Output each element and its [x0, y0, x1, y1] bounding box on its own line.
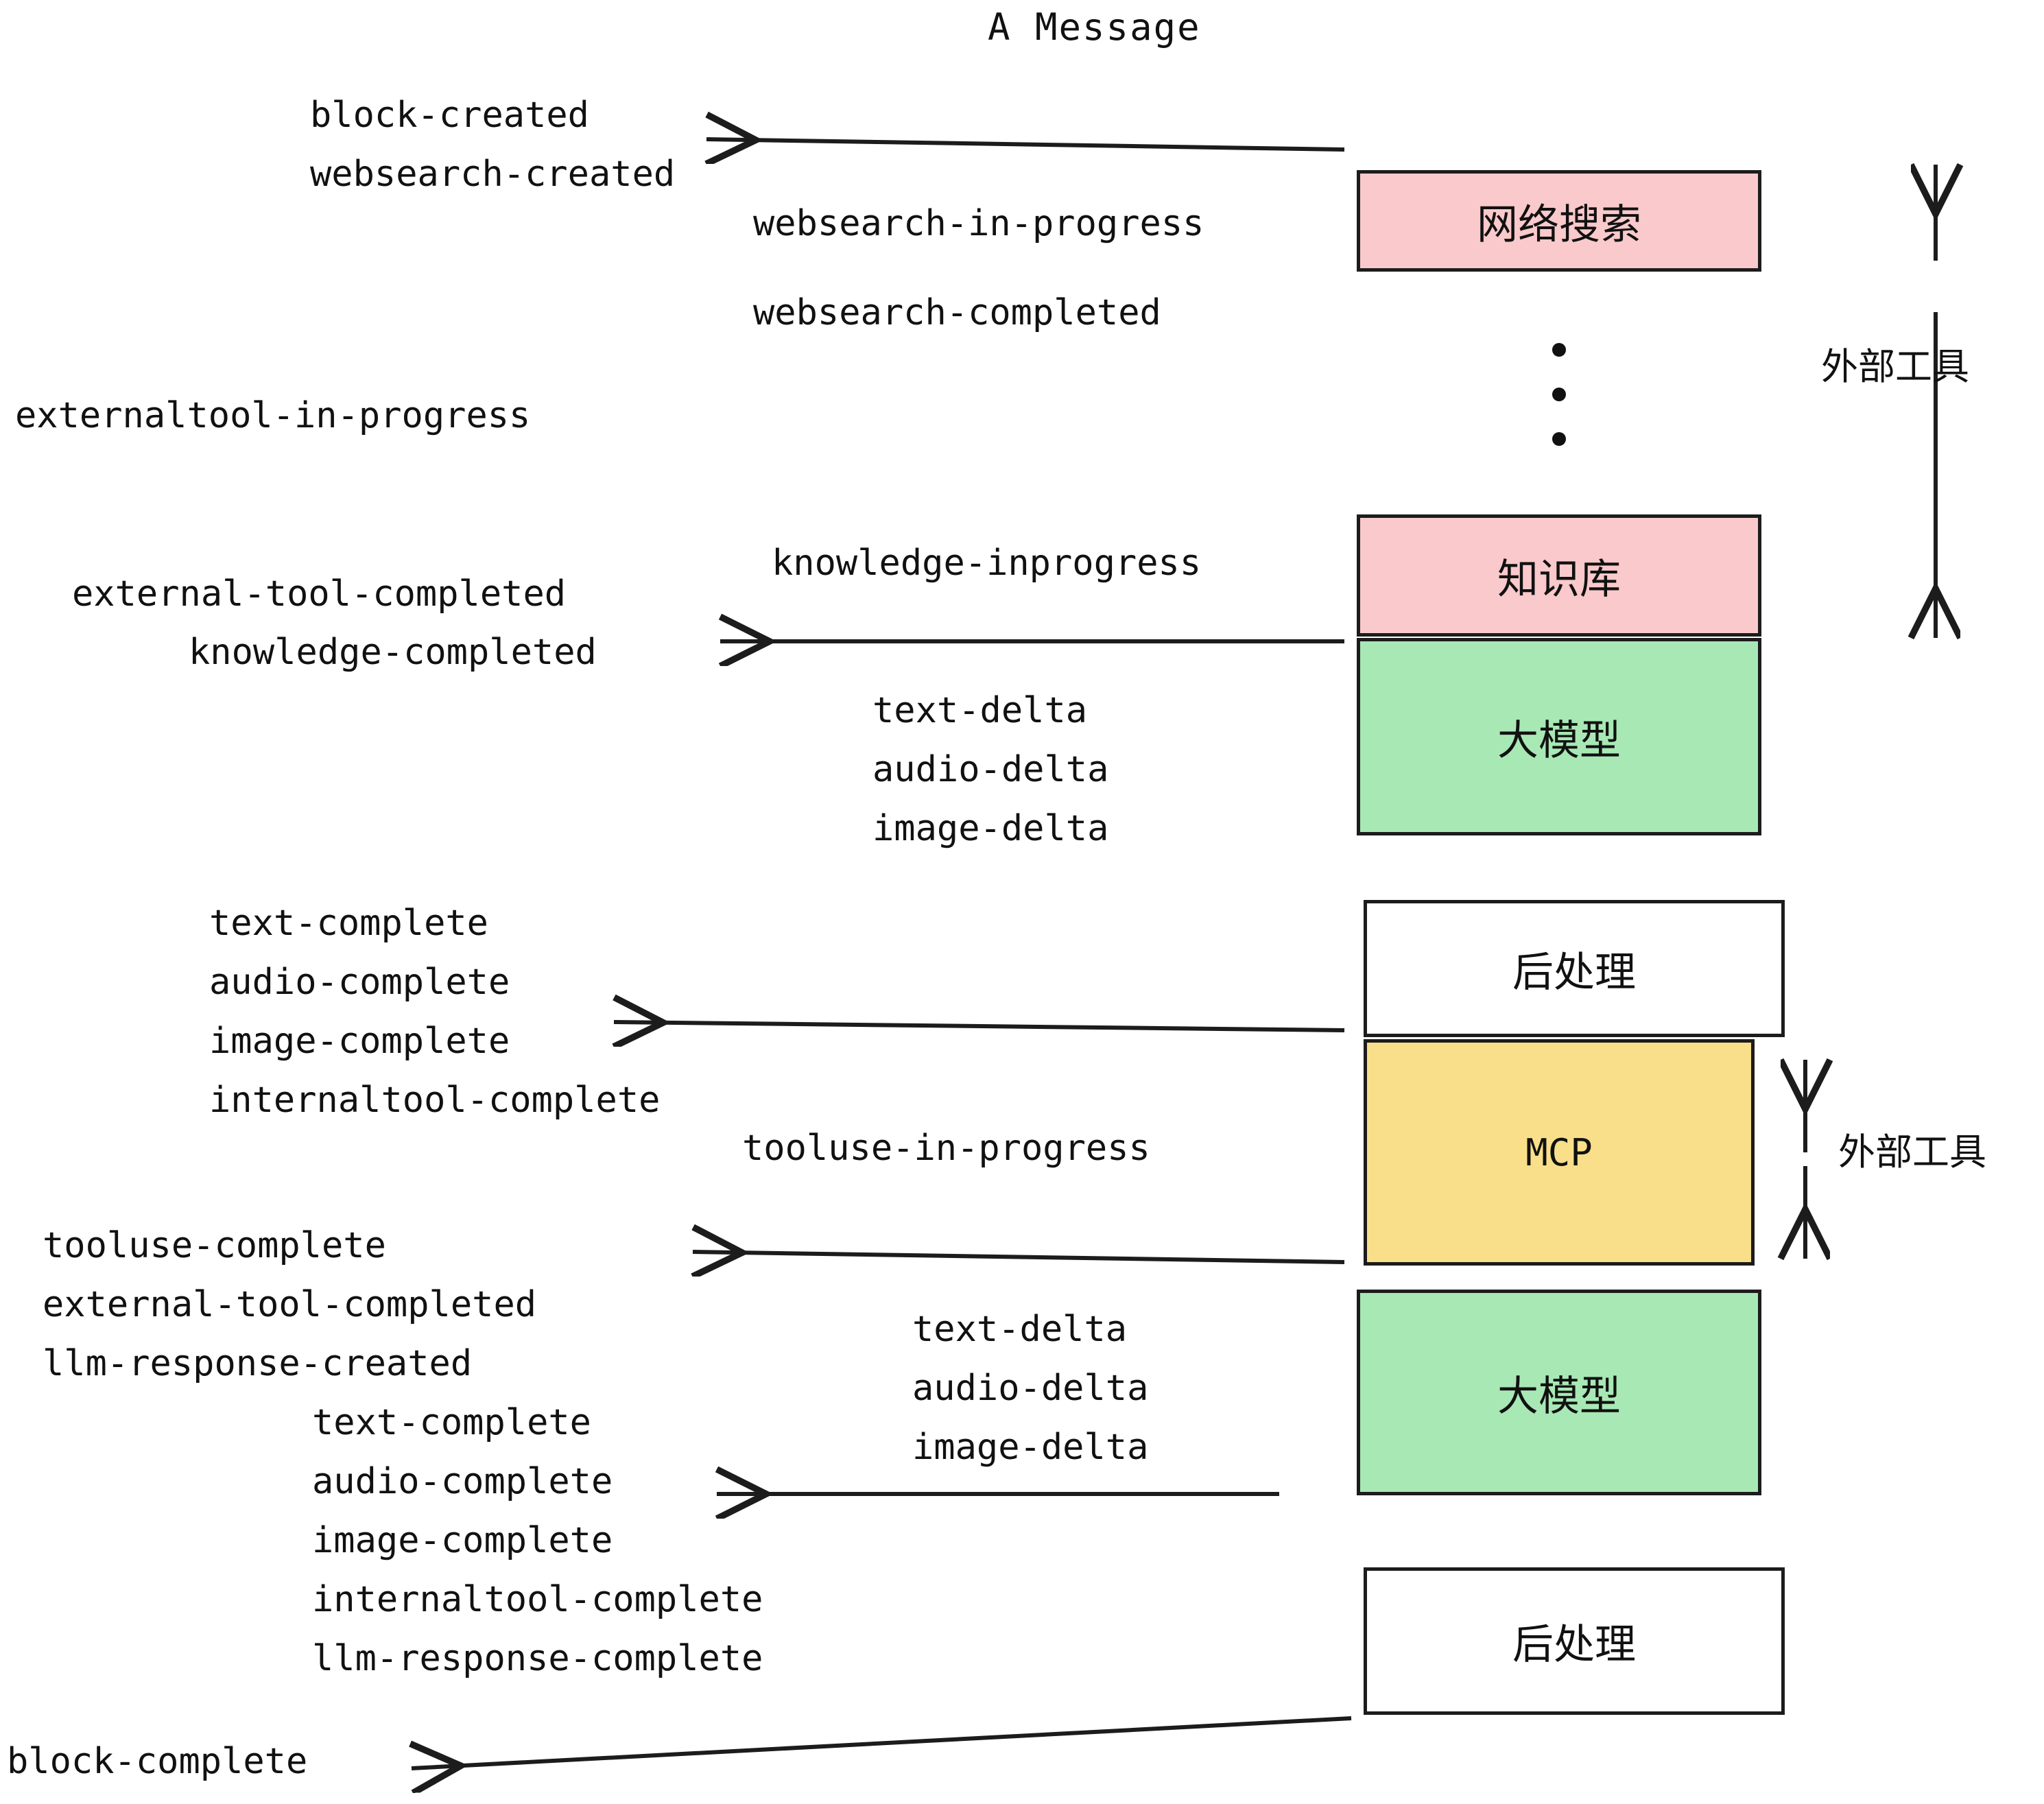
arrow-mcp-to-tooluse-complete [693, 1252, 1345, 1262]
event-audio-complete-2: audio-complete [312, 1461, 613, 1502]
box-llm-lower-label: 大模型 [1497, 1372, 1621, 1421]
box-post-upper-label: 后处理 [1512, 948, 1636, 997]
ellipsis-dots [1552, 343, 1566, 446]
event-knowledge-inprogress: knowledge-inprogress [772, 543, 1202, 584]
event-image-complete: image-complete [209, 1021, 510, 1062]
event-websearch-in-progress: websearch-in-progress [753, 203, 1204, 244]
event-external-tool-completed-2: external-tool-completed [43, 1284, 537, 1325]
event-internaltool-complete-2: internaltool-complete [312, 1579, 763, 1620]
box-knowledge-label: 知识库 [1497, 555, 1621, 604]
label-external-tools-top: 外部工具 [1821, 345, 1969, 388]
event-llm-response-complete: llm-response-complete [312, 1638, 763, 1679]
event-text-complete-2: text-complete [312, 1402, 591, 1443]
box-mcp: MCP [1364, 1039, 1755, 1266]
event-tooluse-complete: tooluse-complete [43, 1225, 386, 1266]
event-image-delta: image-delta [872, 808, 1109, 849]
event-block-complete: block-complete [7, 1741, 308, 1782]
box-post-lower-label: 后处理 [1512, 1621, 1636, 1669]
box-websearch-label: 网络搜索 [1477, 200, 1641, 249]
event-block-created: block-created [310, 95, 589, 136]
event-websearch-created: websearch-created [310, 154, 676, 195]
event-websearch-completed: websearch-completed [753, 292, 1161, 333]
dot-1 [1552, 343, 1566, 357]
event-audio-complete: audio-complete [209, 962, 510, 1003]
box-llm-upper-label: 大模型 [1497, 716, 1621, 765]
event-audio-delta: audio-delta [872, 749, 1109, 790]
box-llm-upper: 大模型 [1357, 638, 1761, 835]
event-text-complete: text-complete [209, 903, 488, 944]
box-llm-lower: 大模型 [1357, 1290, 1761, 1495]
event-image-delta-2: image-delta [912, 1427, 1149, 1468]
dot-2 [1552, 388, 1566, 401]
arrow-post-to-image-complete [614, 1022, 1345, 1030]
box-post-upper: 后处理 [1364, 900, 1785, 1037]
event-external-tool-completed: external-tool-completed [72, 573, 567, 615]
event-externaltool-in-progress: externaltool-in-progress [15, 395, 531, 436]
event-audio-delta-2: audio-delta [912, 1368, 1149, 1409]
box-knowledge: 知识库 [1357, 514, 1761, 637]
event-image-complete-2: image-complete [312, 1520, 613, 1561]
event-internaltool-complete: internaltool-complete [209, 1080, 661, 1121]
dot-3 [1552, 432, 1566, 446]
label-external-tools-bottom: 外部工具 [1838, 1130, 1986, 1174]
box-mcp-label: MCP [1525, 1130, 1593, 1174]
arrow-websearch-to-created [706, 139, 1345, 150]
event-llm-response-created: llm-response-created [43, 1343, 473, 1384]
diagram-title: A Message [988, 5, 1201, 49]
event-tooluse-in-progress: tooluse-in-progress [742, 1128, 1150, 1169]
box-post-lower: 后处理 [1364, 1567, 1785, 1715]
event-knowledge-completed: knowledge-completed [189, 632, 597, 673]
arrow-post-to-block-complete [412, 1716, 1352, 1768]
box-websearch: 网络搜索 [1357, 170, 1761, 272]
event-text-delta: text-delta [872, 690, 1088, 731]
event-text-delta-2: text-delta [912, 1309, 1128, 1350]
